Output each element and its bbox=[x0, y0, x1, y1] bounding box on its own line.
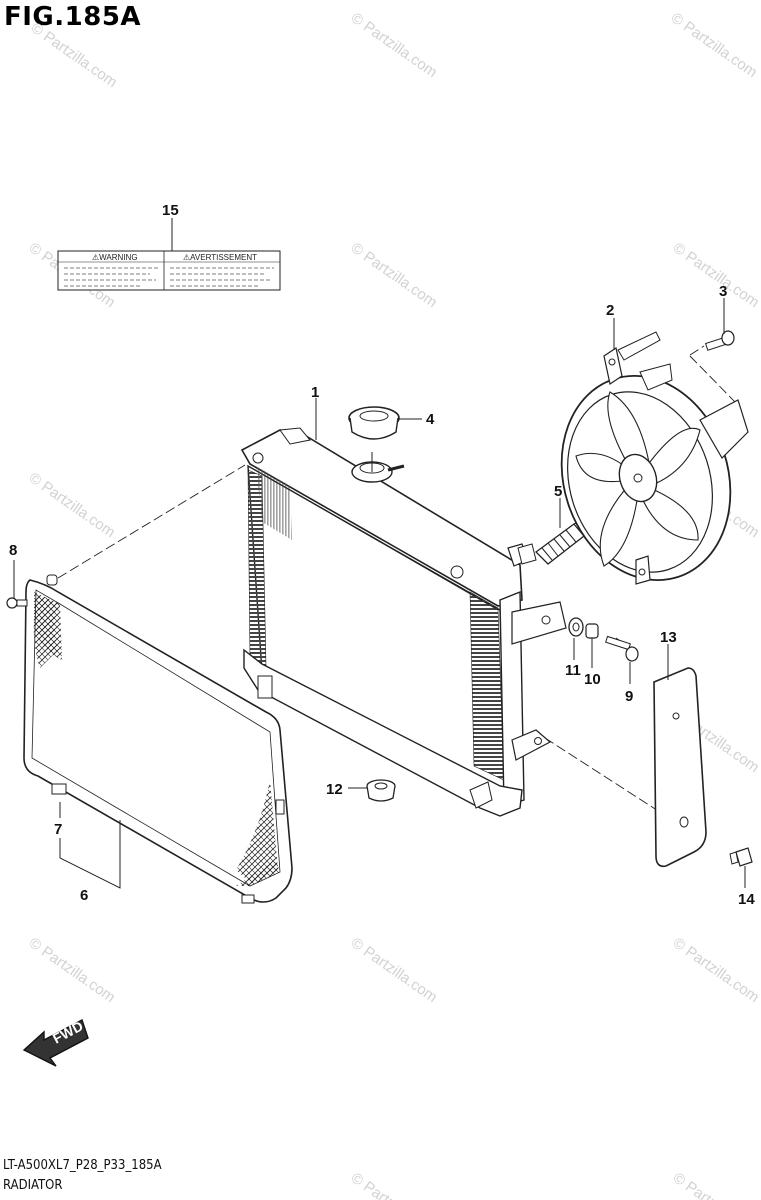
drawing-code: LT-A500XL7_P28_P33_185A bbox=[3, 1158, 162, 1173]
callout-11: 11 bbox=[565, 662, 581, 679]
watermark: © Partzilla.com bbox=[348, 9, 441, 81]
figure-title: FIG.185A bbox=[4, 2, 142, 32]
callout-10: 10 bbox=[584, 671, 601, 688]
watermark: © Partzilla.com bbox=[348, 239, 441, 311]
callout-14: 14 bbox=[738, 891, 755, 908]
callout-8: 8 bbox=[9, 542, 17, 559]
avertissement-heading: ⚠AVERTISSEMENT bbox=[183, 253, 257, 262]
watermark: © Partzilla.com bbox=[348, 934, 441, 1006]
radiator-part bbox=[240, 427, 567, 817]
watermark: © Partzilla.com bbox=[670, 934, 761, 1006]
watermark: © Partzilla.com bbox=[668, 9, 761, 81]
grommet-part bbox=[366, 779, 396, 802]
radiator-cap-part bbox=[348, 406, 400, 440]
cushion-collar-bolt-parts bbox=[568, 617, 639, 662]
callout-9: 9 bbox=[625, 688, 633, 705]
callout-6: 6 bbox=[80, 887, 88, 904]
callout-15: 15 bbox=[162, 202, 179, 219]
watermark: © Partzilla.com bbox=[26, 934, 119, 1006]
callout-3: 3 bbox=[719, 283, 727, 300]
bolt-3-part bbox=[704, 330, 735, 351]
watermark: © Partzilla.com bbox=[28, 19, 121, 91]
watermark: © Partzilla.com bbox=[348, 1169, 441, 1200]
radiator-guard-part bbox=[23, 574, 293, 904]
callout-1: 1 bbox=[311, 384, 319, 401]
warning-label-part: ⚠WARNING ⚠AVERTISSEMENT bbox=[57, 250, 281, 291]
callout-12: 12 bbox=[326, 781, 343, 798]
callout-4: 4 bbox=[426, 411, 435, 428]
shroud-plate-part bbox=[653, 667, 707, 868]
clip-14-part bbox=[729, 847, 753, 867]
screw-8-part bbox=[6, 597, 28, 609]
watermark: © Partzilla.com bbox=[670, 1169, 761, 1200]
callout-2: 2 bbox=[606, 302, 614, 319]
watermark: © Partzilla.com bbox=[26, 469, 119, 541]
watermark: © Partzilla.com bbox=[670, 239, 761, 311]
warning-heading: ⚠WARNING bbox=[92, 253, 138, 262]
leader-lines bbox=[13, 218, 746, 889]
callout-5: 5 bbox=[554, 483, 562, 500]
cooling-fan-part bbox=[560, 331, 749, 585]
callout-numbers: 1 2 3 4 5 6 7 8 9 10 11 12 13 14 15 bbox=[9, 202, 755, 908]
callout-13: 13 bbox=[660, 629, 677, 646]
section-name: RADIATOR bbox=[3, 1178, 63, 1193]
forward-direction-arrow: FWD bbox=[22, 1018, 89, 1067]
callout-7: 7 bbox=[54, 821, 62, 838]
